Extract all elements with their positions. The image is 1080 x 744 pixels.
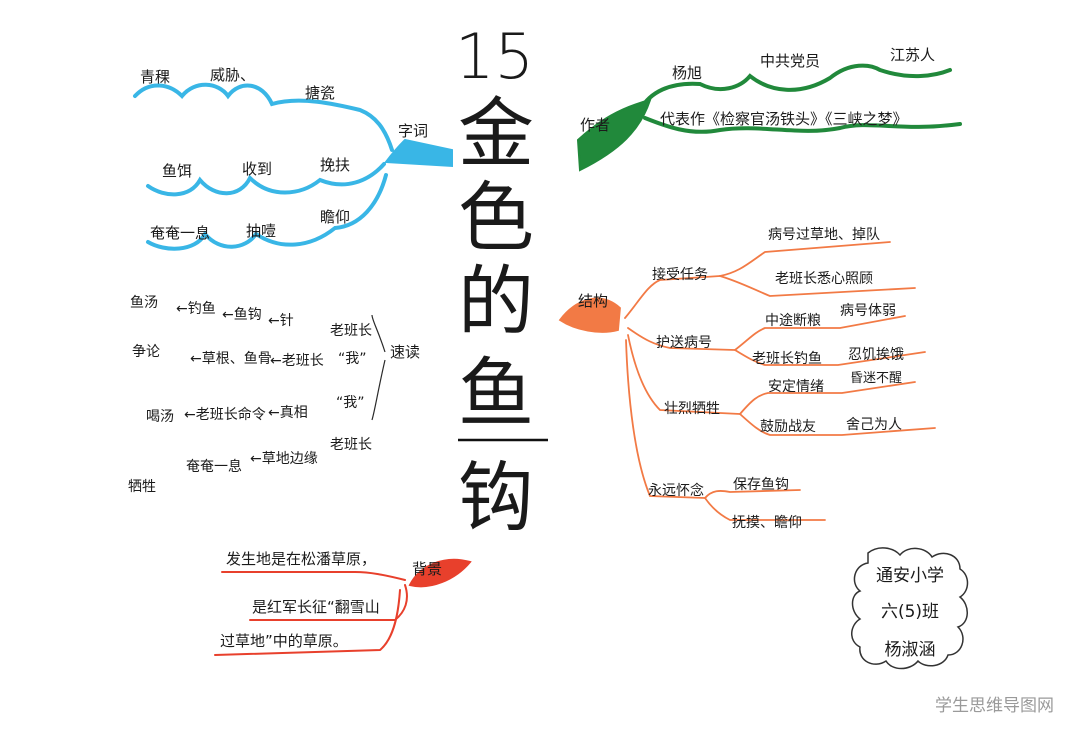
cloud-outline (851, 547, 969, 670)
sudu-row-item: ←草地边缘 (250, 451, 318, 467)
structure-branch: 护送病号 (656, 335, 712, 351)
zici-branch-lines (133, 82, 453, 251)
zici-word: 挽扶 (320, 156, 351, 174)
structure-sub: 昏迷不醒 (850, 371, 903, 386)
structure-sub: 忍饥挨饿 (848, 347, 904, 363)
sudu-laobanzhang-top: 老班长 (330, 323, 372, 339)
sudu-wo-1: “我” (338, 351, 367, 367)
sudu-row-head: 喝汤 (146, 409, 174, 425)
watermark: 学生思维导图网 (935, 696, 1054, 716)
title-number: 15 (455, 20, 534, 93)
author-branch-lines (576, 63, 962, 172)
sudu-row-item: ←真相 (268, 405, 308, 421)
sudu-row-head: 牺牲 (128, 479, 156, 495)
sudu-row-item: ←钓鱼 (176, 301, 216, 317)
sudu-label: 速读 (390, 343, 421, 361)
structure-branch: 接受任务 (652, 267, 708, 283)
zici-word: 搪瓷 (305, 84, 336, 102)
sudu-row-item: ←老班长命令 (184, 407, 266, 423)
sudu-row-head: 鱼汤 (130, 295, 158, 311)
sudu-row-head: 争论 (132, 344, 160, 360)
background-label: 背景 (412, 560, 443, 578)
structure-sub: 病号过草地、掉队 (768, 227, 880, 243)
zici-label: 字词 (398, 122, 429, 140)
sudu-row-item: ←鱼钩 (222, 307, 262, 323)
title-char-1: 金 (458, 89, 534, 178)
author-item: 杨旭 (672, 64, 703, 82)
structure-branch-lines (558, 241, 936, 521)
background-branch-lines (214, 558, 472, 656)
sudu-laobanzhang-bottom: 老班长 (330, 437, 372, 453)
zici-word: 威胁、 (210, 66, 256, 84)
zici-word: 青稞 (140, 68, 171, 86)
sudu-row-item: ←草根、鱼骨 (190, 351, 272, 367)
signature-name: 杨淑涵 (884, 640, 936, 660)
structure-sub: 病号体弱 (840, 303, 896, 319)
structure-label: 结构 (578, 292, 609, 310)
structure-sub: 舍己为人 (846, 417, 902, 433)
structure-branch: 壮烈牺牲 (664, 401, 720, 417)
sudu-lines (371, 314, 386, 421)
zici-word: 鱼饵 (162, 162, 193, 180)
title-char-3: 的 (458, 257, 534, 346)
structure-sub: 老班长悉心照顾 (775, 271, 873, 287)
structure-sub: 保存鱼钩 (733, 477, 789, 493)
author-works: 代表作《检察官汤铁头》《三峡之梦》 (660, 110, 908, 128)
sudu-row-item: ←老班长 (270, 353, 324, 369)
signature-cloud: 通安小学 六(5)班 杨淑涵 (848, 543, 972, 673)
zici-word: 收到 (242, 160, 273, 178)
author-item: 江苏人 (890, 46, 936, 64)
zici-word: 抽噎 (246, 222, 277, 240)
title-char-2: 色 (458, 173, 534, 262)
zici-word: 奄奄一息 (150, 224, 211, 242)
title-char-5: 钩 (458, 453, 534, 542)
structure-sub: 中途断粮 (765, 313, 821, 329)
background-line: 发生地是在松潘草原， (226, 550, 377, 568)
background-line: 过草地”中的草原。 (220, 632, 348, 650)
structure-sub: 抚摸、瞻仰 (732, 515, 802, 531)
author-label: 作者 (580, 116, 611, 134)
structure-sub: 鼓励战友 (760, 419, 816, 435)
signature-school: 通安小学 (876, 566, 944, 586)
sudu-row-item: ←针 (268, 313, 294, 329)
title-char-4: 鱼 (458, 349, 534, 438)
background-line: 是红军长征“翻雪山 (252, 598, 380, 616)
sudu-row-item: 奄奄一息 (186, 459, 242, 475)
zici-word: 瞻仰 (320, 208, 351, 226)
sudu-wo-2: “我” (336, 395, 365, 411)
author-item: 中共党员 (760, 52, 821, 70)
structure-sub: 安定情绪 (768, 379, 824, 395)
structure-branch: 永远怀念 (648, 483, 704, 499)
signature-class: 六(5)班 (880, 602, 940, 622)
structure-sub: 老班长钓鱼 (752, 351, 822, 367)
